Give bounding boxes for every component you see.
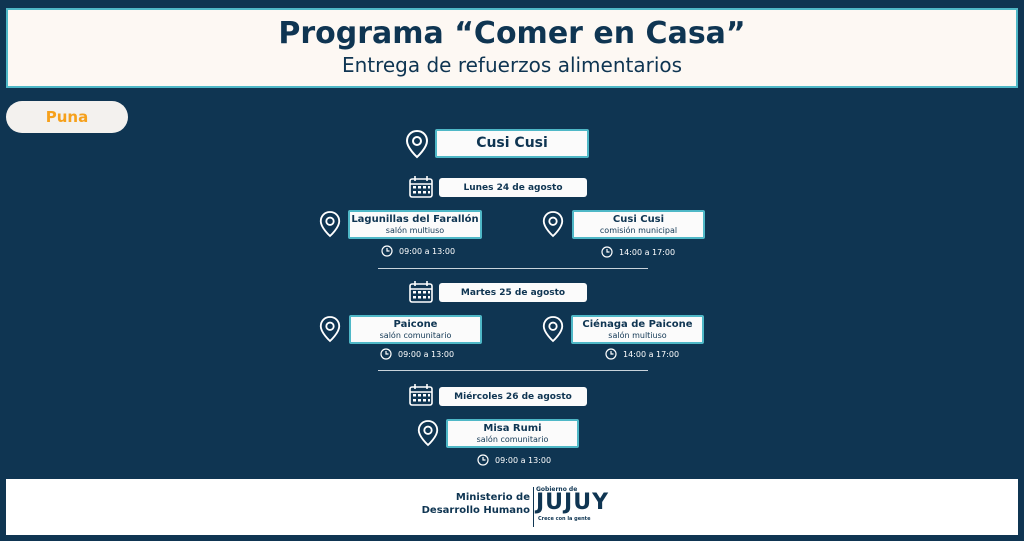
section-divider <box>378 268 648 269</box>
stop-name: Cusi Cusi <box>612 214 665 225</box>
stop-time-text: 09:00 a 13:00 <box>399 246 456 256</box>
stop-name: Ciénaga de Paicone <box>582 319 693 330</box>
section-divider <box>378 370 648 371</box>
location-pin-icon <box>319 211 341 238</box>
stop-time-text: 09:00 a 13:00 <box>398 349 455 359</box>
location-pin-icon <box>417 420 439 447</box>
stop-name: Misa Rumi <box>483 423 542 434</box>
jujuy-logo: JUJUY <box>536 490 610 515</box>
stop-time-text: 14:00 a 17:00 <box>623 349 680 359</box>
stop-box: Paicone salón comunitario <box>349 315 482 344</box>
region-badge: Puna <box>6 101 128 133</box>
calendar-icon <box>409 281 433 303</box>
stop-place: salón comunitario <box>476 435 549 444</box>
stop-time: 14:00 a 17:00 <box>601 246 675 258</box>
ministry-line1: Ministerio de <box>455 492 530 503</box>
stop-box: Lagunillas del Farallón salón multiuso <box>348 210 482 239</box>
header-banner: Programa “Comer en Casa” Entrega de refu… <box>6 8 1018 88</box>
clock-icon <box>380 348 392 360</box>
program-title: Programa “Comer en Casa” <box>278 16 746 51</box>
stop-place: salón multiuso <box>385 226 445 235</box>
ministry-line2: Desarrollo Humano <box>421 505 530 516</box>
clock-icon <box>601 246 613 258</box>
date-label-day3: Miércoles 26 de agosto <box>439 387 587 406</box>
stop-time-text: 09:00 a 13:00 <box>495 455 552 465</box>
footer: Ministerio de Desarrollo Humano Gobierno… <box>6 479 1018 535</box>
stop-name: Lagunillas del Farallón <box>351 214 479 225</box>
logo-divider <box>533 487 534 527</box>
stop-place: salón multiuso <box>608 331 667 340</box>
ministry-name: Ministerio de Desarrollo Humano <box>406 491 530 517</box>
program-subtitle: Entrega de refuerzos alimentarios <box>341 53 683 77</box>
stop-box: Ciénaga de Paicone salón multiuso <box>571 315 704 344</box>
stop-box: Cusi Cusi comisión municipal <box>572 210 705 239</box>
calendar-icon <box>409 176 433 198</box>
location-pin-icon <box>319 316 341 343</box>
date-label-day1: Lunes 24 de agosto <box>439 178 587 197</box>
stop-place: comisión municipal <box>599 226 678 235</box>
stop-time: 09:00 a 13:00 <box>380 348 454 360</box>
stop-place: salón comunitario <box>379 331 452 340</box>
calendar-icon <box>409 384 433 406</box>
clock-icon <box>477 454 489 466</box>
stop-box: Misa Rumi salón comunitario <box>446 419 579 448</box>
clock-icon <box>605 348 617 360</box>
stop-time: 09:00 a 13:00 <box>381 245 455 257</box>
location-pin-icon <box>405 129 429 159</box>
main-location-box: Cusi Cusi <box>435 129 589 158</box>
location-pin-icon <box>542 211 564 238</box>
date-label-day2: Martes 25 de agosto <box>439 283 587 302</box>
jujuy-tagline: Crece con la gente <box>538 516 591 522</box>
location-pin-icon <box>542 316 564 343</box>
clock-icon <box>381 245 393 257</box>
stop-name: Paicone <box>393 319 438 330</box>
stop-time: 09:00 a 13:00 <box>477 454 551 466</box>
stop-time-text: 14:00 a 17:00 <box>619 247 676 257</box>
main-location-name: Cusi Cusi <box>476 135 548 151</box>
stop-time: 14:00 a 17:00 <box>605 348 679 360</box>
gobierno-label: Gobierno de <box>536 486 578 493</box>
